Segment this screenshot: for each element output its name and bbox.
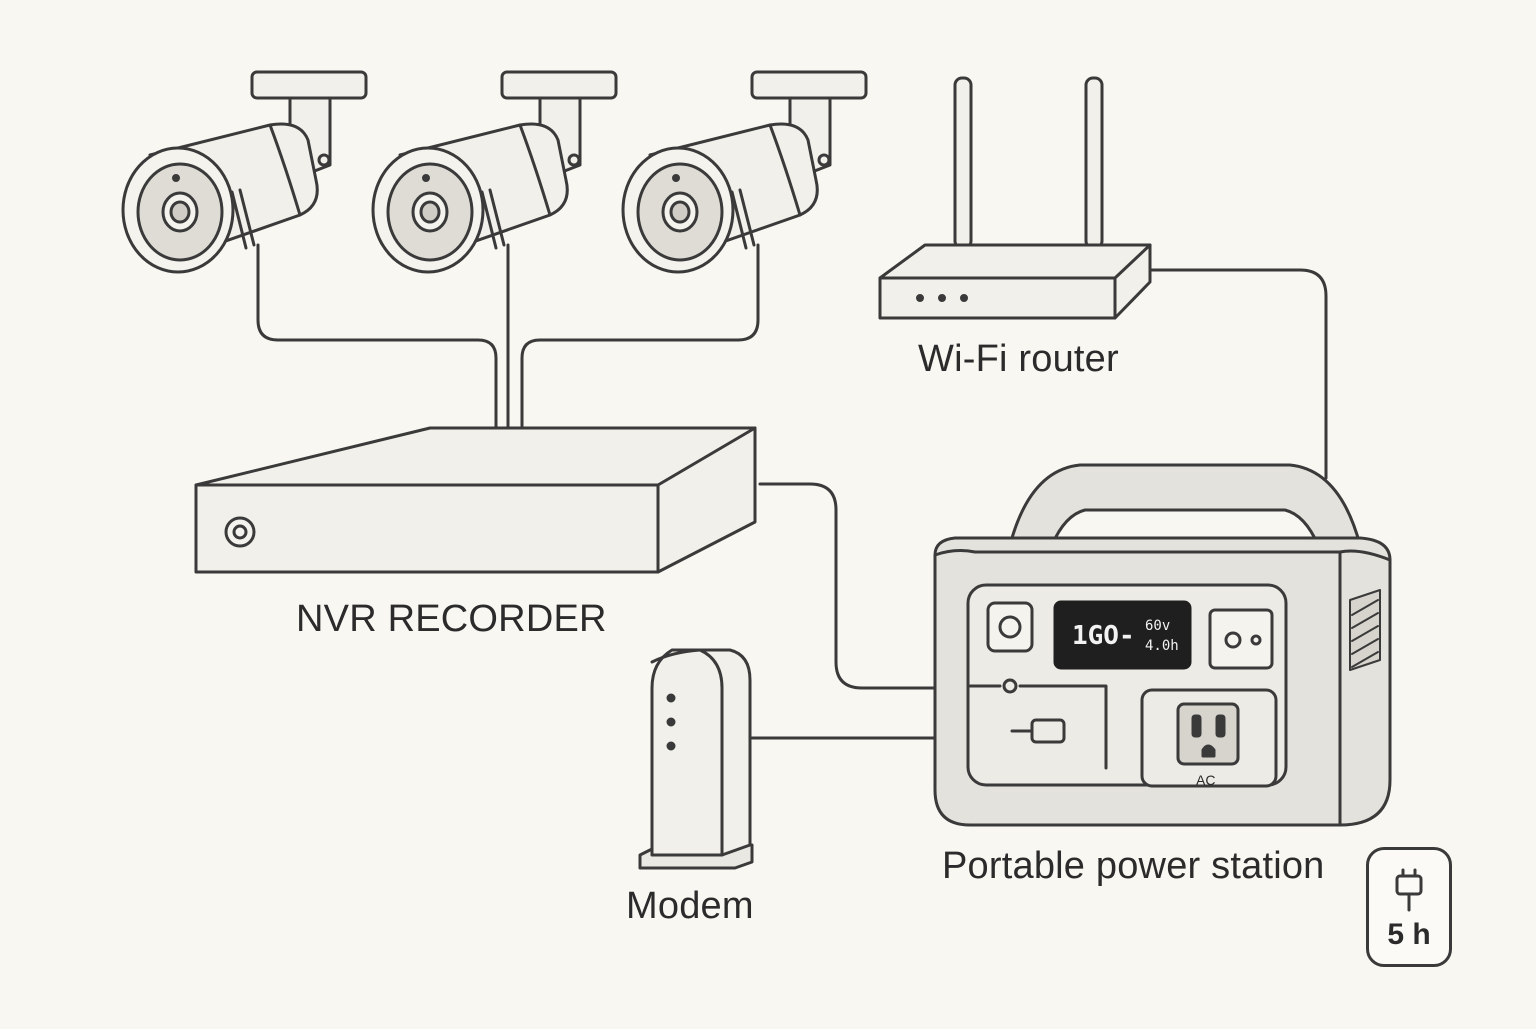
usb-port	[1030, 718, 1066, 744]
plug-icon	[1395, 868, 1423, 912]
wifi-router	[878, 76, 1152, 320]
cable-router-power	[1148, 268, 1328, 480]
station-display	[1053, 600, 1192, 670]
cables	[256, 243, 1328, 740]
display-main-readout: 1GO-	[1072, 621, 1135, 651]
modem-label: Modem	[626, 885, 754, 927]
cable-nvr-power	[758, 482, 937, 690]
antenna-left	[953, 76, 973, 250]
portable-power-station	[933, 463, 1392, 827]
nvr-label: NVR RECORDER	[296, 598, 607, 640]
router-label: Wi-Fi router	[918, 338, 1119, 380]
ac-outlet-label: AC	[1196, 772, 1215, 788]
side-vent	[1349, 589, 1381, 671]
nvr-power-button	[224, 516, 256, 548]
modem	[638, 648, 754, 870]
cable-camera1-nvr	[256, 243, 498, 430]
nvr-recorder	[194, 426, 757, 574]
carry-handle	[1008, 463, 1362, 547]
power-station-label: Portable power station	[942, 845, 1325, 887]
antenna-right	[1084, 76, 1104, 250]
security-camera-1	[121, 70, 368, 274]
runtime-badge-text: 5 h	[1387, 918, 1431, 951]
cable-camera3-nvr	[520, 243, 760, 430]
display-hours-readout: 4.0h	[1145, 638, 1179, 654]
display-voltage-readout: 60v	[1145, 618, 1170, 634]
station-power-button	[986, 601, 1034, 653]
security-camera-2	[371, 70, 618, 274]
runtime-badge: 5 h	[1366, 847, 1452, 967]
security-camera-3	[621, 70, 868, 274]
